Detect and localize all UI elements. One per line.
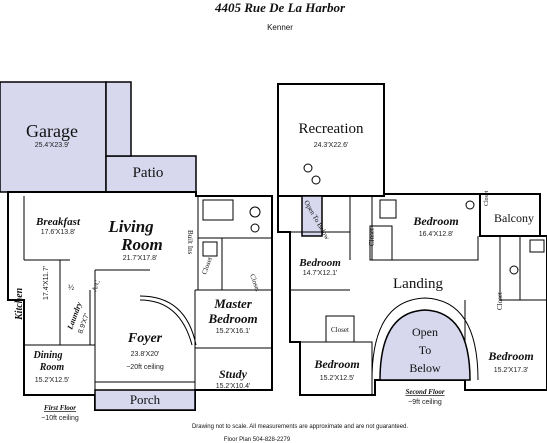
builtins-label: Built Ins: [186, 230, 194, 255]
second-floor-ceiling: ~9ft ceiling: [408, 399, 442, 406]
laundry-dims: 8.9'X7': [77, 313, 91, 335]
ac-label: A/C: [90, 279, 102, 293]
dining-dims: 15.2'X12.5': [35, 377, 70, 384]
closet-b-label: Closet: [484, 190, 490, 206]
address-title: 4405 Rue De La Harbor: [214, 0, 346, 15]
master-label-1: Master: [213, 296, 253, 311]
foyer-staircase-inner: [139, 295, 197, 346]
closet-a-label: Closet: [368, 228, 376, 246]
rec-fixture-2: [311, 175, 321, 185]
first-floor-title: First Floor: [44, 404, 76, 412]
foyer-ceiling-note: ~20ft ceiling: [126, 364, 164, 371]
foyer-label: Foyer: [127, 331, 163, 346]
balcony-fixture: [529, 239, 545, 253]
breakfast-dims: 17.6'X13.8': [41, 229, 76, 236]
first-floor-ceiling: ~10ft ceiling: [41, 415, 79, 422]
kitchen-dims: 17.4'X11.7': [43, 266, 50, 300]
open-below-l3: Below: [409, 361, 441, 375]
second-floor-title: Second Floor: [405, 388, 444, 396]
living-dims: 21.7'X17.8': [123, 255, 158, 262]
first-floor: Garage 25.4'X23.9' Patio Breakfast 17.6'…: [0, 81, 273, 422]
first-floor-walls: [23, 196, 272, 395]
open-below-arc: [379, 309, 471, 381]
recreation-dims: 24.3'X22.6': [314, 142, 349, 149]
patio-room: [105, 155, 197, 193]
closet-c-label: Closet: [331, 326, 349, 334]
tub-fixture: [202, 199, 234, 221]
patio-strip: [105, 81, 132, 157]
porch-label: Porch: [130, 392, 161, 407]
recreation-label: Recreation: [299, 121, 364, 137]
garage-room: [0, 81, 107, 193]
city-label: Kenner: [267, 23, 293, 32]
balcony-label: Balcony: [494, 211, 534, 225]
open-below-l2: To: [419, 343, 432, 357]
closet-box-c: [325, 315, 355, 343]
bedroom1-label: Bedroom: [412, 214, 458, 228]
bedroom4-label: Bedroom: [487, 349, 533, 363]
closet-box-a: [369, 225, 393, 261]
toilet-fixture-3: [509, 265, 519, 275]
master-dims: 15.2'X16.1': [216, 328, 251, 335]
bedroom1-dims: 16.4'X12.8': [419, 231, 454, 238]
breakfast-label: Breakfast: [35, 216, 81, 228]
porch-room: [94, 389, 196, 411]
sink-fixture: [250, 223, 260, 233]
recreation-room: [277, 83, 385, 197]
closet-door: [202, 241, 218, 257]
toilet-fixture-2: [465, 200, 475, 210]
living-label-2: Room: [120, 235, 163, 254]
bedroom3-dims: 15.2'X12.5': [320, 375, 355, 382]
disclaimer: Drawing not to scale. All measurements a…: [192, 424, 408, 430]
landing-label: Landing: [393, 276, 443, 292]
second-floor: Recreation 24.3'X22.6' Open To Below Bed…: [277, 83, 547, 406]
half-bath-label: ½: [68, 283, 74, 292]
garage-dims: 25.4'X23.9': [35, 142, 70, 149]
study-label: Study: [219, 367, 248, 381]
patio-label: Patio: [133, 165, 164, 181]
closet-d-label: Closet: [496, 292, 504, 310]
open-below-small: [301, 195, 323, 237]
bedroom2-label: Bedroom: [298, 257, 341, 269]
dining-label-2: Room: [39, 362, 65, 373]
study-dims: 15.2'X10.4': [216, 383, 251, 390]
closet1-label: Closet: [200, 256, 214, 276]
living-label-1: Living: [107, 217, 154, 236]
toilet-fixture: [249, 206, 261, 218]
credit: Floor Plan 504-828-2279: [224, 437, 291, 443]
foyer-staircase: [139, 299, 193, 346]
garage-label: Garage: [26, 121, 78, 141]
staircase-arc: [371, 297, 479, 381]
foyer-dims: 23.8'X20': [131, 351, 160, 358]
bath-tub-2: [379, 199, 397, 219]
bedroom3-label: Bedroom: [313, 357, 359, 371]
open-below-l1: Open: [412, 325, 438, 339]
kitchen-label: Kitchen: [14, 287, 25, 321]
bedroom4-dims: 15.2'X17.3': [494, 367, 529, 374]
bedroom2-dims: 14.7'X12.1': [303, 270, 338, 277]
rec-fixture-1: [303, 163, 313, 173]
dining-label-1: Dining: [33, 350, 63, 361]
master-label-2: Bedroom: [207, 311, 257, 326]
